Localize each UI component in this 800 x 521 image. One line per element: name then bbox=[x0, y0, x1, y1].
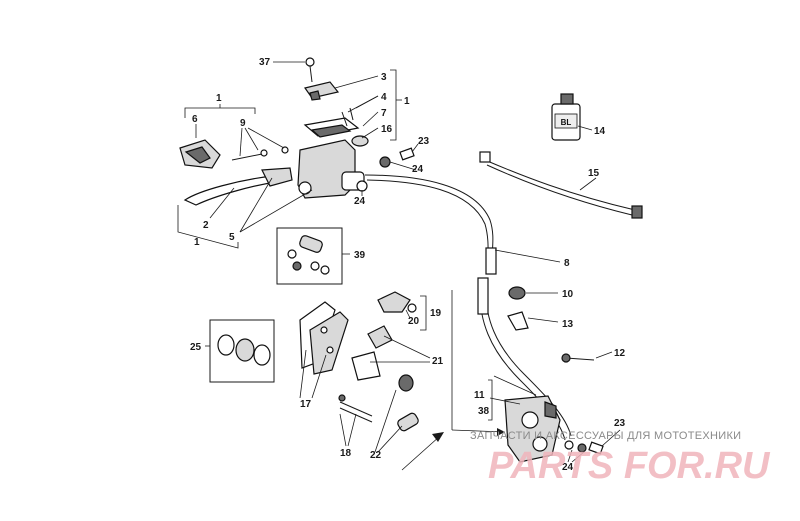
leader-lines bbox=[177, 61, 621, 463]
bushings-22 bbox=[397, 374, 419, 432]
callout-12: 12 bbox=[614, 348, 626, 359]
callout-17: 17 bbox=[300, 399, 312, 410]
cap-gasket bbox=[351, 135, 369, 147]
callout-37: 37 bbox=[259, 57, 271, 68]
caliper-piston-kit bbox=[209, 319, 275, 383]
callout-16: 16 bbox=[381, 124, 393, 135]
brake-lever bbox=[183, 167, 293, 206]
callout-15: 15 bbox=[588, 168, 600, 179]
pad-plates bbox=[299, 301, 349, 375]
brake-caliper bbox=[504, 395, 561, 463]
callout-13: 13 bbox=[562, 319, 574, 330]
assembly-arrows bbox=[401, 290, 506, 471]
callout-38: 38 bbox=[478, 406, 490, 417]
callout-4: 4 bbox=[381, 92, 387, 103]
bottle-label: BL bbox=[561, 118, 572, 127]
callout-3: 3 bbox=[381, 72, 387, 83]
callout-24: 24 bbox=[562, 462, 574, 473]
bolt-37 bbox=[305, 57, 315, 83]
callout-21: 21 bbox=[432, 356, 444, 367]
cap-screws bbox=[341, 107, 354, 127]
callout-labels: 1 1 1 2 3 4 5 6 7 8 9 10 11 12 13 14 15 … bbox=[190, 57, 626, 473]
lever-pin bbox=[231, 146, 289, 161]
bolt-12 bbox=[561, 353, 595, 363]
callout-22: 22 bbox=[370, 450, 382, 461]
callout-18: 18 bbox=[340, 448, 352, 459]
callout-11: 11 bbox=[474, 390, 485, 401]
watermark: ЗАПЧАСТИ И АКСЕССУАРЫ ДЛЯ МОТОТЕХНИКИ PA… bbox=[470, 430, 771, 487]
callout-14: 14 bbox=[594, 126, 606, 137]
callout-24: 24 bbox=[354, 196, 366, 207]
callout-7: 7 bbox=[381, 108, 387, 119]
caliper-banjo bbox=[564, 440, 604, 455]
callout-5: 5 bbox=[229, 232, 235, 243]
callout-6: 6 bbox=[192, 114, 198, 125]
callout-19: 19 bbox=[430, 308, 442, 319]
seal-kit-39 bbox=[276, 227, 343, 285]
callout-24: 24 bbox=[412, 164, 424, 175]
spring-clip bbox=[377, 291, 417, 313]
callout-1: 1 bbox=[216, 93, 222, 104]
pad-pins bbox=[338, 394, 373, 423]
clamp-6 bbox=[179, 139, 221, 169]
fluid-bottle: BL bbox=[551, 93, 581, 141]
callout-23: 23 bbox=[418, 136, 430, 147]
callout-2: 2 bbox=[203, 220, 209, 231]
callout-23: 23 bbox=[614, 418, 626, 429]
clip-21 bbox=[351, 325, 393, 381]
hose-clamp bbox=[507, 286, 529, 331]
reservoir-cap bbox=[304, 81, 340, 101]
master-cylinder bbox=[297, 117, 365, 199]
callout-1: 1 bbox=[404, 96, 410, 107]
callout-9: 9 bbox=[240, 118, 246, 129]
callout-20: 20 bbox=[408, 316, 420, 327]
watermark-caption: ЗАПЧАСТИ И АКСЕССУАРЫ ДЛЯ МОТОТЕХНИКИ bbox=[470, 430, 741, 442]
callout-25: 25 bbox=[190, 342, 202, 353]
brake-switch-wire bbox=[479, 151, 643, 219]
callout-39: 39 bbox=[354, 250, 366, 261]
callout-10: 10 bbox=[562, 289, 574, 300]
watermark-logo: PARTS FOR.RU bbox=[488, 445, 771, 487]
callout-1: 1 bbox=[194, 237, 200, 248]
banjo-fitting bbox=[356, 147, 415, 192]
callout-8: 8 bbox=[564, 258, 570, 269]
